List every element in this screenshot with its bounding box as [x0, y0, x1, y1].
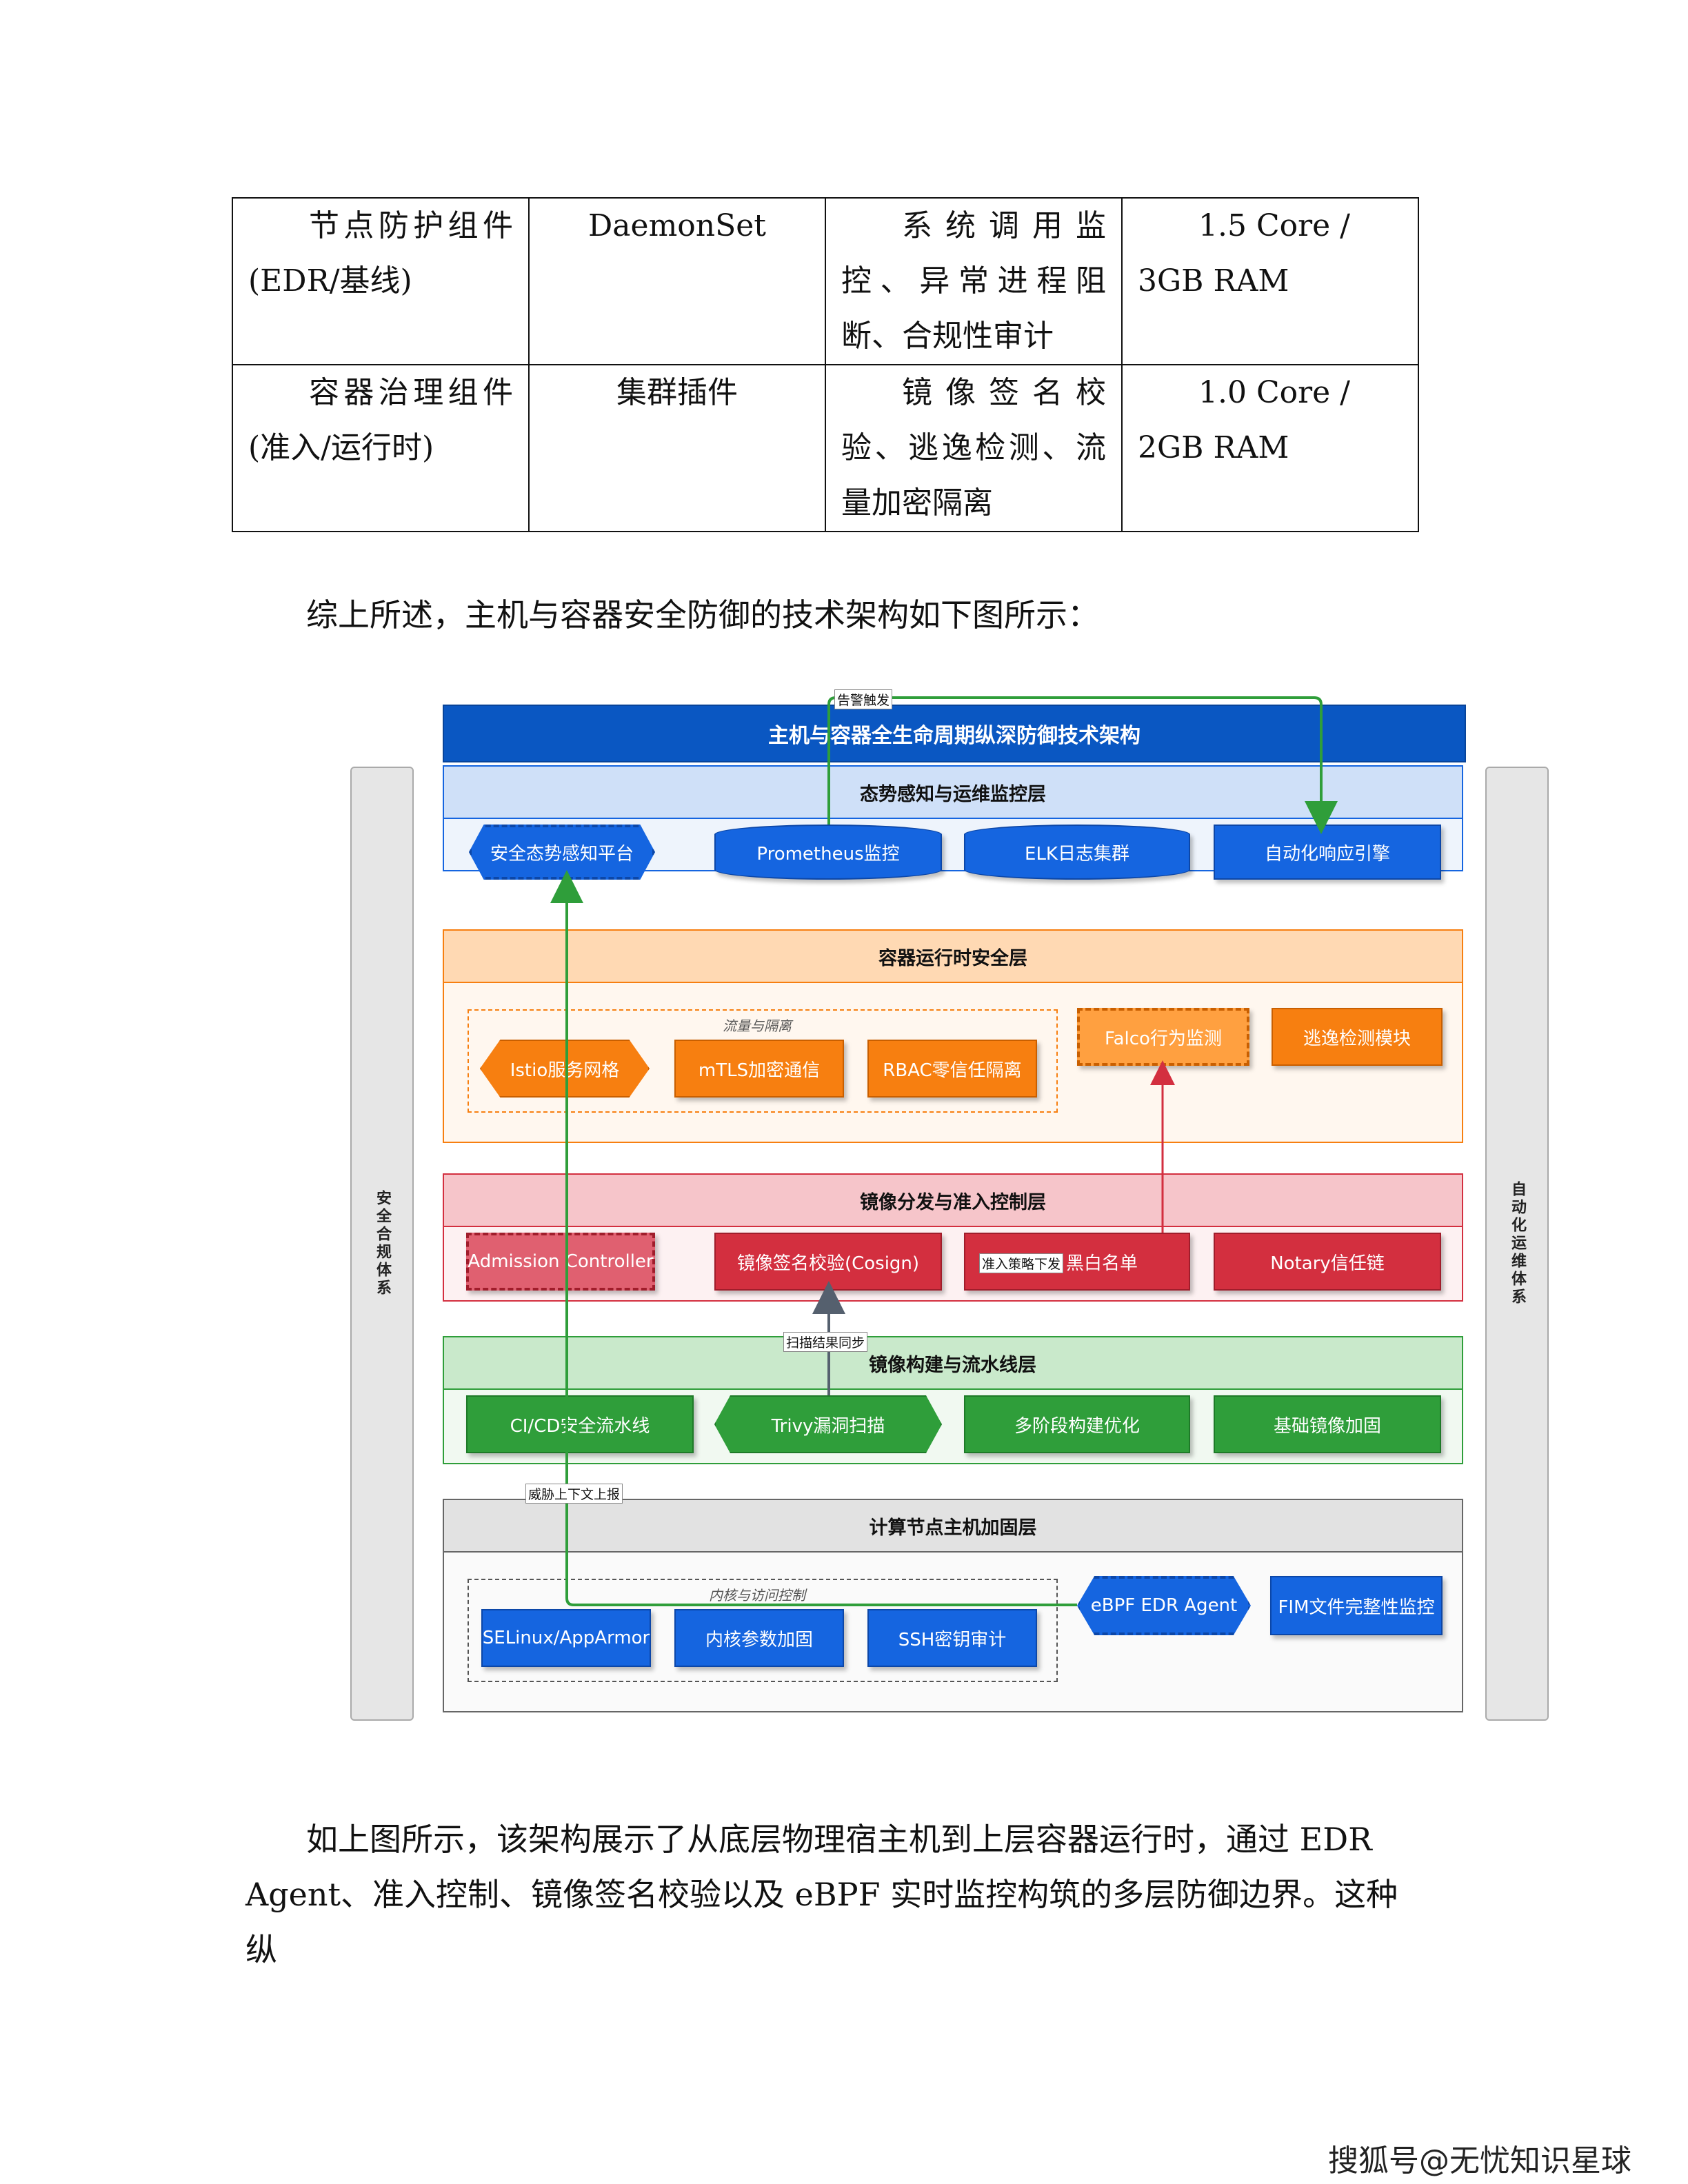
diagram-title: 主机与容器全生命周期纵深防御技术架构	[443, 705, 1466, 762]
node-multistage-build: 多阶段构建优化	[964, 1395, 1190, 1453]
layer-build-title: 镜像构建与流水线层	[444, 1337, 1462, 1390]
edge-label-scan: 扫描结果同步	[783, 1332, 868, 1352]
node-istio: Istio服务网格	[480, 1040, 650, 1098]
table-cell-resource: 1.0 Core / 2GB RAM	[1121, 364, 1419, 532]
node-admission-controller: Admission Controller	[466, 1233, 655, 1291]
table-cell-component: 容器治理组件(准入/运行时)	[232, 364, 530, 532]
edge-label-alert: 告警触发	[834, 689, 893, 709]
node-cosign: 镜像签名校验(Cosign)	[714, 1233, 942, 1291]
node-mtls: mTLS加密通信	[674, 1040, 844, 1098]
node-selinux: SELinux/AppArmor	[481, 1609, 651, 1667]
group-traffic-isolation-label: 流量与隔离	[723, 1018, 792, 1034]
node-cicd: CI/CD安全流水线	[466, 1395, 694, 1453]
spec-table: 节点防护组件(EDR/基线) DaemonSet 系统调用监控、异常进程阻断、合…	[232, 197, 1419, 532]
table-cell-function: 系统调用监控、异常进程阻断、合规性审计	[825, 197, 1123, 365]
table-cell-deploy: DaemonSet	[528, 197, 826, 365]
node-ebpf-edr: eBPF EDR Agent	[1077, 1576, 1251, 1635]
node-auto-response: 自动化响应引擎	[1214, 825, 1441, 880]
table-cell-function: 镜像签名校验、逃逸检测、流量加密隔离	[825, 364, 1123, 532]
table-cell-deploy: 集群插件	[528, 364, 826, 532]
node-ssh-audit: SSH密钥审计	[867, 1609, 1037, 1667]
table-row: 节点防护组件(EDR/基线) DaemonSet 系统调用监控、异常进程阻断、合…	[232, 197, 1419, 365]
summary-paragraph: 如上图所示，该架构展示了从底层物理宿主机到上层容器运行时，通过 EDR Agen…	[245, 1821, 1398, 1968]
node-notary: Notary信任链	[1214, 1233, 1441, 1291]
layer-monitor-title: 态势感知与运维监控层	[444, 767, 1462, 819]
table-cell-resource: 1.5 Core / 3GB RAM	[1121, 197, 1419, 365]
left-column-security-compliance: 安全合规体系	[350, 767, 414, 1721]
architecture-diagram: 安全合规体系 自动化运维体系 主机与容器全生命周期纵深防御技术架构 态势感知与运…	[310, 662, 1558, 1792]
edge-label-policy: 准入策略下发	[979, 1253, 1064, 1273]
node-trivy: Trivy漏洞扫描	[714, 1395, 942, 1453]
edge-label-threat: 威胁上下文上报	[525, 1484, 623, 1504]
table-row: 容器治理组件(准入/运行时) 集群插件 镜像签名校验、逃逸检测、流量加密隔离 1…	[232, 364, 1419, 532]
node-escape-detection: 逃逸检测模块	[1272, 1008, 1443, 1066]
footer-watermark: 搜狐号@无忧知识星球	[1328, 2143, 1631, 2178]
right-column-automation-ops: 自动化运维体系	[1485, 767, 1549, 1721]
edge-threat-context	[550, 870, 1077, 1606]
edge-alert-trigger	[827, 696, 1338, 834]
intro-paragraph: 综上所述，主机与容器安全防御的技术架构如下图所示：	[306, 596, 1099, 634]
group-traffic-isolation	[468, 1009, 1058, 1113]
node-fim: FIM文件完整性监控	[1270, 1576, 1443, 1635]
node-kernel-params: 内核参数加固	[674, 1609, 844, 1667]
table-cell-component: 节点防护组件(EDR/基线)	[232, 197, 530, 365]
connector-lines	[550, 696, 1338, 1606]
layer-admission-title: 镜像分发与准入控制层	[444, 1175, 1462, 1227]
group-kernel-access-label: 内核与访问控制	[709, 1587, 805, 1604]
node-prometheus: Prometheus监控	[714, 825, 942, 880]
node-elk: ELK日志集群	[964, 825, 1190, 880]
group-kernel-access	[468, 1579, 1058, 1682]
node-base-image-hardening: 基础镜像加固	[1214, 1395, 1441, 1453]
layer-host-title: 计算节点主机加固层	[444, 1500, 1462, 1553]
node-rbac: RBAC零信任隔离	[867, 1040, 1037, 1098]
layer-runtime-title: 容器运行时安全层	[444, 931, 1462, 983]
